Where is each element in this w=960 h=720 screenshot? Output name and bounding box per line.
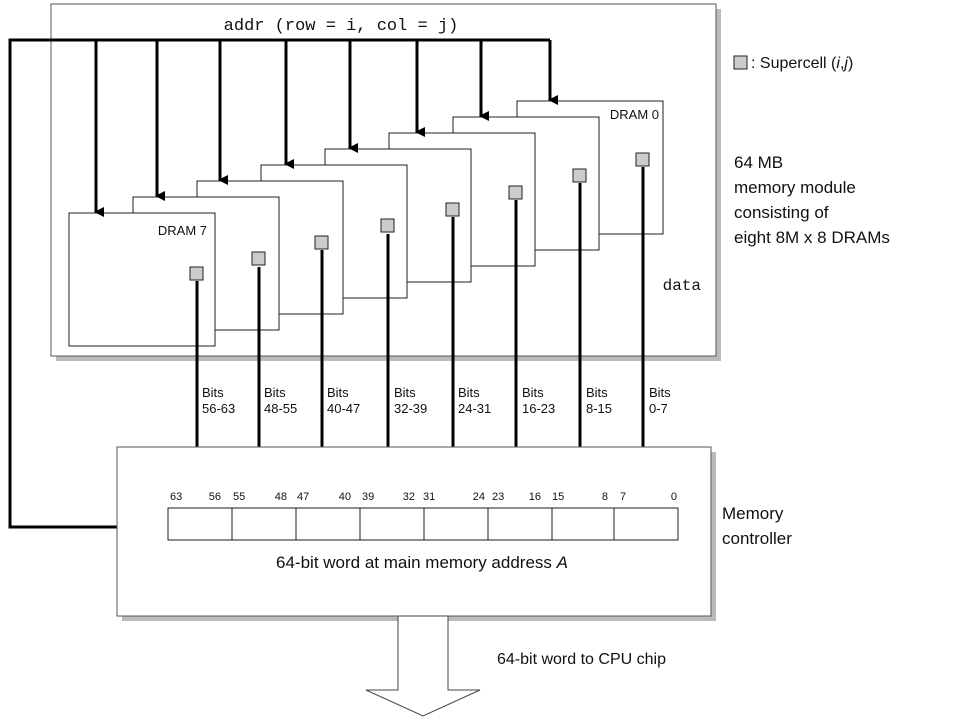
bit-group-range: 8-15 (586, 401, 612, 416)
cpu-output-label: 64-bit word to CPU chip (497, 651, 666, 668)
supercell-icon (251, 251, 266, 266)
description-line: 64 MB (734, 153, 783, 172)
bit-group-word: Bits (649, 385, 671, 400)
description-line: consisting of (734, 203, 829, 222)
bit-group-range: 32-39 (394, 401, 427, 416)
bit-number: 63 (170, 491, 182, 503)
supercells (189, 152, 650, 281)
bit-group-word: Bits (327, 385, 349, 400)
bit-group-range: 16-23 (522, 401, 555, 416)
bit-number: 16 (529, 491, 541, 503)
word-register (167, 507, 679, 541)
bit-group-range: 24-31 (458, 401, 491, 416)
supercell-icon (572, 168, 587, 183)
legend-label: : Supercell (i,j) (751, 55, 853, 72)
dram-0-label: DRAM 0 (610, 107, 659, 122)
data-lines (195, 167, 651, 481)
supercell-icon (189, 266, 204, 281)
bit-number: 15 (552, 491, 564, 503)
description-line: eight 8M x 8 DRAMs (734, 228, 890, 247)
supercell-icon (445, 202, 460, 217)
bit-group-word: Bits (458, 385, 480, 400)
address-bus (8, 38, 558, 529)
supercell-icon (635, 152, 650, 167)
bit-group-word: Bits (202, 385, 224, 400)
bit-number: 8 (602, 491, 608, 503)
register-cell-56-63 (167, 507, 233, 541)
bit-number: 55 (233, 491, 245, 503)
dram-7-label: DRAM 7 (158, 223, 207, 238)
cpu-output-arrow-icon (365, 615, 481, 717)
bit-group-range: 40-47 (327, 401, 360, 416)
register-cell-24-31 (423, 507, 489, 541)
bit-number: 32 (403, 491, 415, 503)
bit-number: 24 (473, 491, 485, 503)
bit-group-labels: Bits 56-63 Bits 48-55 Bits 40-47 Bits 32… (202, 385, 671, 416)
description-line: memory module (734, 178, 856, 197)
bit-number: 0 (671, 491, 677, 503)
bit-number: 40 (339, 491, 351, 503)
data-label: data (663, 277, 702, 295)
addr-label: addr (row = i, col = j) (224, 17, 459, 36)
bit-group-range: 48-55 (264, 401, 297, 416)
register-cell-32-39 (359, 507, 425, 541)
supercell-icon (508, 185, 523, 200)
bit-number: 47 (297, 491, 309, 503)
bit-number: 23 (492, 491, 504, 503)
register-cell-0-7 (613, 507, 679, 541)
register-cell-40-47 (295, 507, 361, 541)
register-cell-48-55 (231, 507, 297, 541)
bit-number: 48 (275, 491, 287, 503)
bit-group-word: Bits (586, 385, 608, 400)
word-address-label: 64-bit word at main memory address A (276, 553, 568, 572)
address-bus-main (8, 38, 550, 529)
bit-number: 56 (209, 491, 221, 503)
register-cell-8-15 (551, 507, 615, 541)
bit-number: 39 (362, 491, 374, 503)
bit-group-range: 0-7 (649, 401, 668, 416)
bit-group-word: Bits (522, 385, 544, 400)
supercell-icon (314, 235, 329, 250)
controller-name-line: Memory (722, 504, 784, 523)
bit-number: 7 (620, 491, 626, 503)
module-description: 64 MB memory module consisting of eight … (734, 153, 890, 247)
supercell-icon (380, 218, 395, 233)
bit-group-range: 56-63 (202, 401, 235, 416)
bit-group-word: Bits (394, 385, 416, 400)
legend-supercell-icon (733, 55, 748, 70)
controller-name-line: controller (722, 529, 792, 548)
register-cell-16-23 (487, 507, 553, 541)
bit-number: 31 (423, 491, 435, 503)
bit-numbers: 63 56 55 48 47 40 39 32 31 24 23 16 15 8… (170, 491, 677, 503)
bit-group-word: Bits (264, 385, 286, 400)
